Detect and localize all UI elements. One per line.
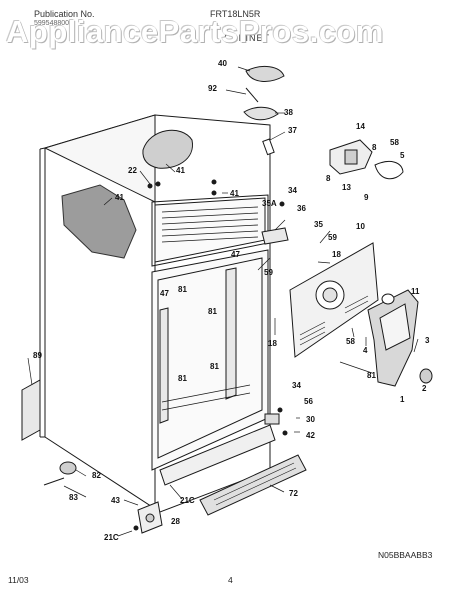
callout-37: 37 bbox=[288, 126, 297, 135]
callout-58: 58 bbox=[390, 138, 399, 147]
callout-34b: 34 bbox=[292, 381, 301, 390]
callout-5: 5 bbox=[400, 151, 405, 160]
callout-21Cb: 21C bbox=[104, 533, 119, 542]
callout-38: 38 bbox=[284, 108, 293, 117]
callout-10: 10 bbox=[356, 222, 365, 231]
callout-11: 11 bbox=[411, 287, 420, 296]
callout-35: 35 bbox=[314, 220, 323, 229]
callout-labels: 40 92 38 37 14 58 8 5 8 13 9 22 41 41 41… bbox=[33, 59, 430, 542]
hinge-bracket bbox=[261, 227, 289, 245]
footer-date: 11/03 bbox=[8, 575, 29, 585]
part-11 bbox=[381, 293, 395, 305]
callout-81e: 81 bbox=[367, 371, 376, 380]
callout-8b: 8 bbox=[326, 174, 331, 183]
callout-89: 89 bbox=[33, 351, 42, 360]
part-38 bbox=[243, 106, 279, 121]
callout-81a: 81 bbox=[178, 285, 187, 294]
callout-42: 42 bbox=[306, 431, 315, 440]
section-title: CABINET bbox=[224, 33, 271, 43]
callout-18b: 18 bbox=[268, 339, 277, 348]
knob bbox=[419, 368, 433, 384]
publication-number: 5995488003 bbox=[34, 20, 73, 27]
callout-40: 40 bbox=[218, 59, 227, 68]
cabinet-shell bbox=[39, 114, 276, 513]
part-30 bbox=[264, 413, 280, 425]
insulation-foam bbox=[61, 184, 137, 259]
callout-21C: 21C bbox=[180, 496, 195, 505]
publication-label: Publication No. bbox=[34, 9, 95, 19]
callout-22: 22 bbox=[128, 166, 137, 175]
callout-72: 72 bbox=[289, 489, 298, 498]
model-number: FRT18LN5R bbox=[210, 9, 261, 19]
callout-83: 83 bbox=[69, 493, 78, 502]
callout-59b: 59 bbox=[264, 268, 273, 277]
callout-3: 3 bbox=[425, 336, 430, 345]
side-panel bbox=[21, 379, 41, 441]
callout-82: 82 bbox=[92, 471, 101, 480]
callout-41b: 41 bbox=[115, 193, 124, 202]
watermark-logo: AppliancePartsPros.com bbox=[6, 14, 384, 49]
callout-35A: 35A bbox=[262, 199, 277, 208]
callout-92: 92 bbox=[208, 84, 217, 93]
leveler bbox=[59, 461, 77, 475]
callout-59a: 59 bbox=[328, 233, 337, 242]
callout-47b: 47 bbox=[160, 289, 169, 298]
callout-56: 56 bbox=[304, 397, 313, 406]
callout-30: 30 bbox=[306, 415, 315, 424]
callout-81d: 81 bbox=[210, 362, 219, 371]
callout-41c: 41 bbox=[230, 189, 239, 198]
callout-4: 4 bbox=[363, 346, 368, 355]
callout-36: 36 bbox=[297, 204, 306, 213]
callout-13: 13 bbox=[342, 183, 351, 192]
callout-8: 8 bbox=[372, 143, 377, 152]
diagram-code: N05BBAABB3 bbox=[378, 550, 433, 560]
callout-9: 9 bbox=[364, 193, 369, 202]
page-number: 4 bbox=[228, 575, 233, 585]
callout-43: 43 bbox=[111, 496, 120, 505]
callout-1: 1 bbox=[400, 395, 405, 404]
callout-81b: 81 bbox=[208, 307, 217, 316]
callout-58b: 58 bbox=[346, 337, 355, 346]
callout-81c: 81 bbox=[178, 374, 187, 383]
callout-2: 2 bbox=[422, 384, 427, 393]
callout-28: 28 bbox=[171, 517, 180, 526]
callout-34: 34 bbox=[288, 186, 297, 195]
cover-top bbox=[142, 129, 193, 169]
callout-47a: 47 bbox=[231, 250, 240, 259]
part-37 bbox=[262, 138, 275, 156]
part-40 bbox=[245, 65, 285, 82]
callout-18a: 18 bbox=[332, 250, 341, 259]
callout-41a: 41 bbox=[176, 166, 185, 175]
callout-14: 14 bbox=[356, 122, 365, 131]
